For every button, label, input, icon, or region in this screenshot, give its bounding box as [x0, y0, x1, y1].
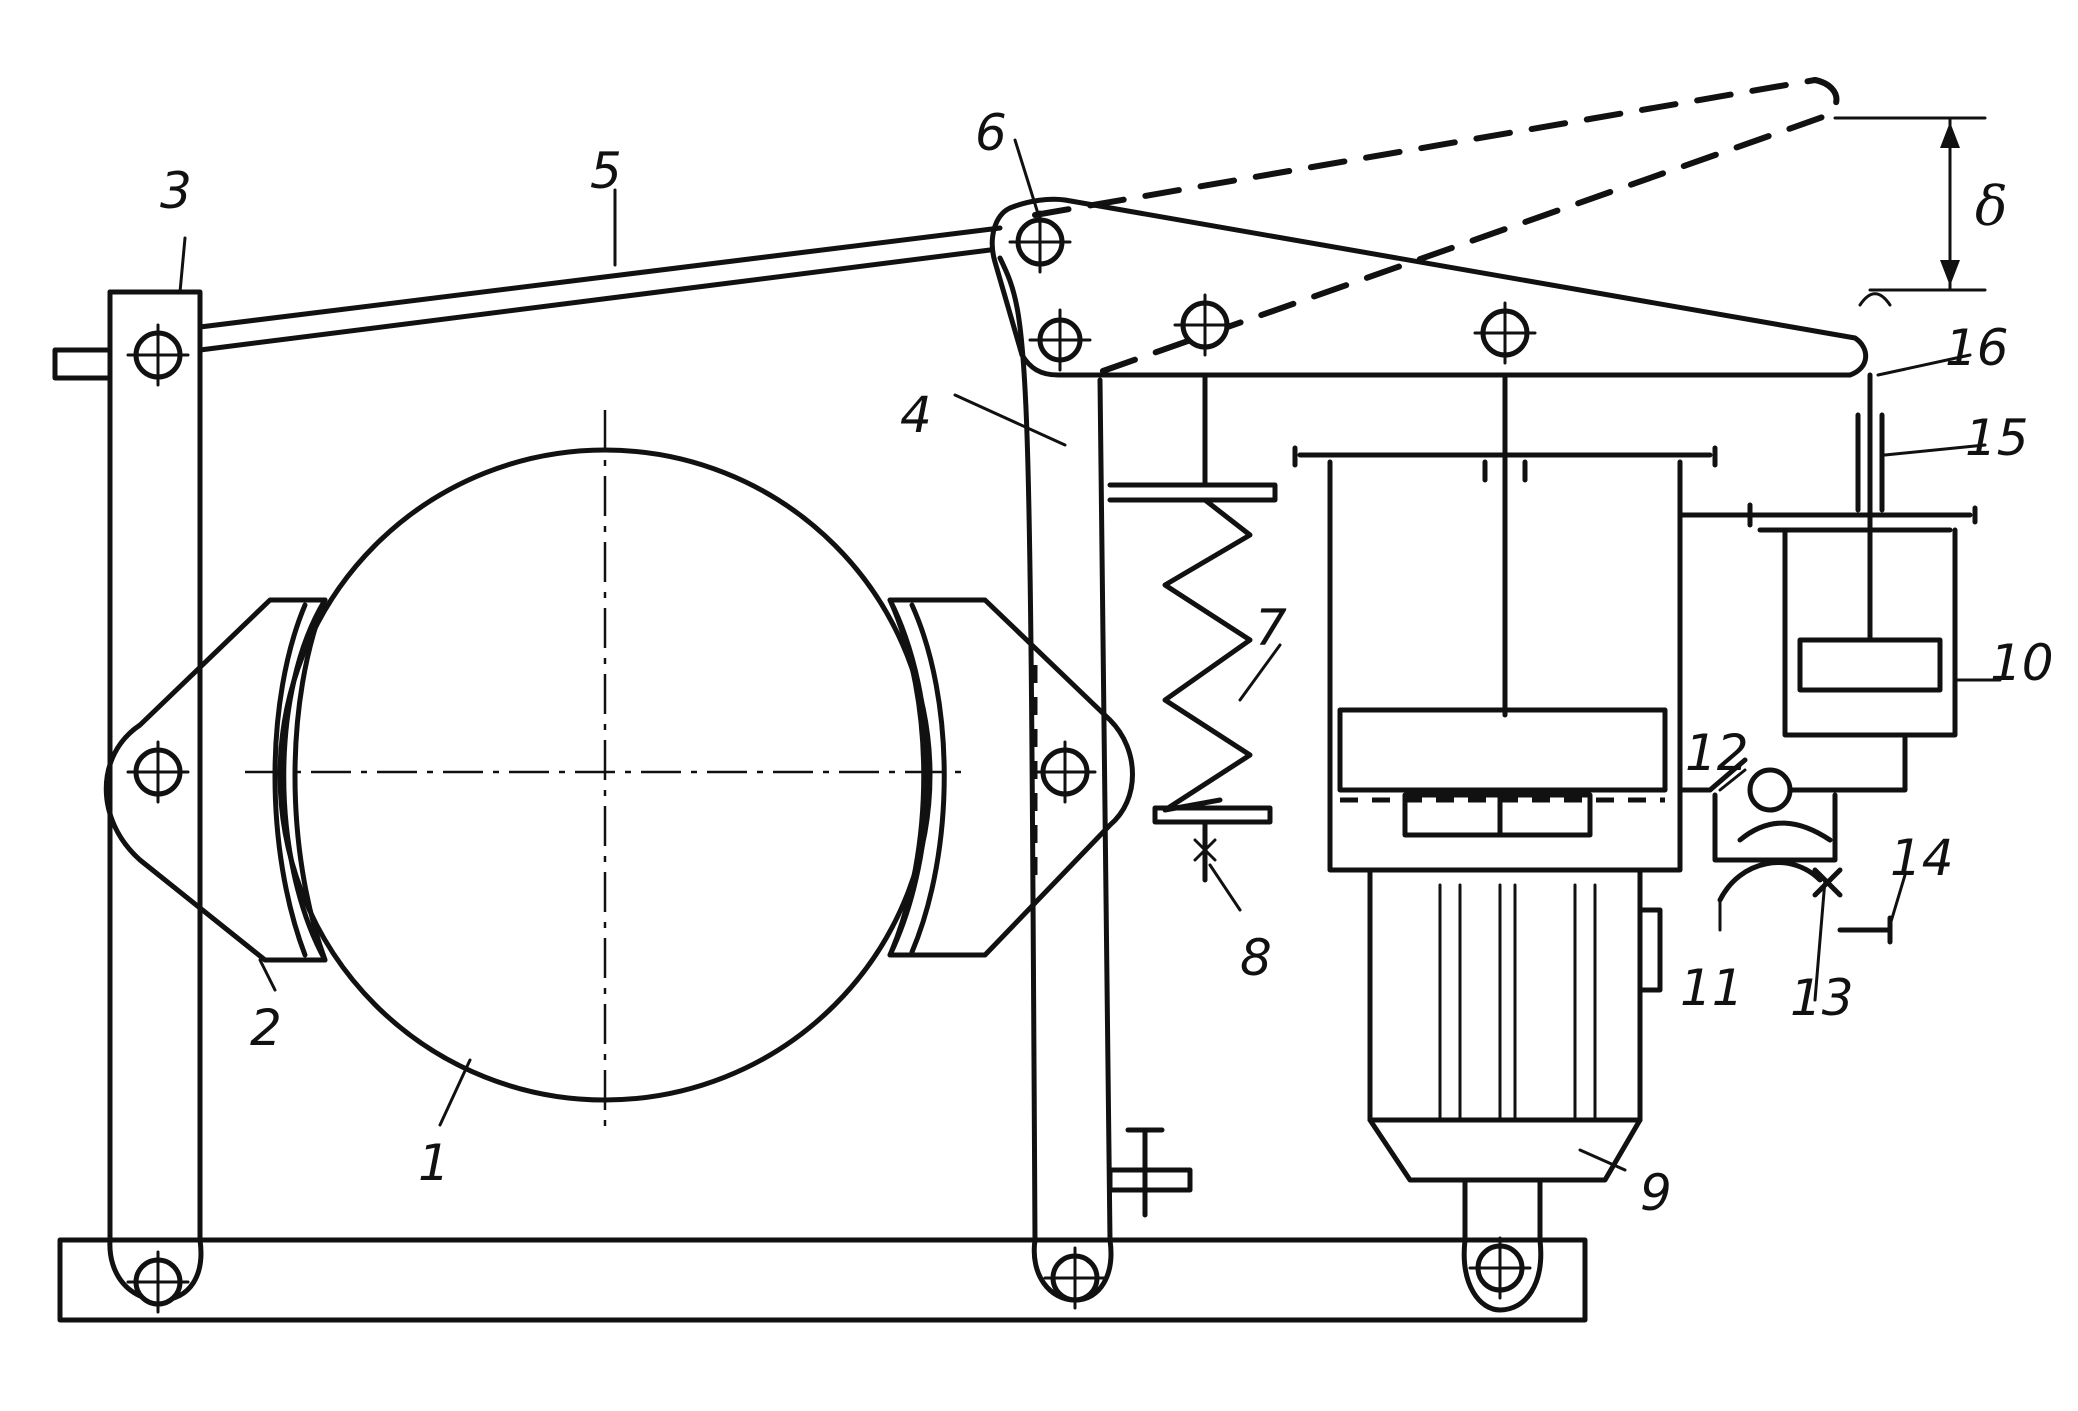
pin-right-base [1045, 1248, 1105, 1308]
right-brake-shoe [890, 600, 1133, 955]
label-13: 13 [1790, 969, 1854, 1027]
label-15: 15 [1965, 409, 2029, 467]
label-8: 8 [1240, 929, 1272, 987]
pin-left-shoe [128, 742, 188, 802]
label-2: 2 [250, 999, 282, 1057]
brake-drum [245, 410, 965, 1130]
top-lever [992, 80, 1865, 375]
label-6: 6 [975, 104, 1007, 162]
label-16: 16 [1945, 319, 2009, 377]
label-1: 1 [418, 1134, 450, 1192]
pin-right-shoe [1035, 742, 1095, 802]
gap-dimension [1835, 118, 1985, 305]
stop-screw [1110, 1130, 1190, 1215]
label-11: 11 [1680, 959, 1744, 1017]
pin-lever-lower [1030, 310, 1090, 370]
left-lever [55, 292, 201, 1300]
label-5: 5 [590, 142, 622, 200]
pin-spring [1175, 295, 1235, 355]
label-9: 9 [1640, 1164, 1672, 1222]
tie-rod [200, 228, 1000, 350]
label-14: 14 [1890, 829, 1954, 887]
base-frame [60, 1240, 1585, 1320]
limit-switch [1710, 760, 1890, 942]
label-10: 10 [1990, 634, 2054, 692]
pin-motor-base [1470, 1238, 1530, 1298]
label-4: 4 [900, 386, 932, 444]
label-gap: δ [1975, 175, 2008, 238]
pin-left-base [128, 1252, 188, 1312]
label-12: 12 [1685, 724, 1749, 782]
thruster [1295, 375, 1715, 1240]
spring [1110, 375, 1275, 880]
pin-lever-top [128, 325, 188, 385]
label-3: 3 [160, 162, 192, 220]
label-7: 7 [1255, 599, 1287, 657]
pin-pusher [1475, 303, 1535, 363]
